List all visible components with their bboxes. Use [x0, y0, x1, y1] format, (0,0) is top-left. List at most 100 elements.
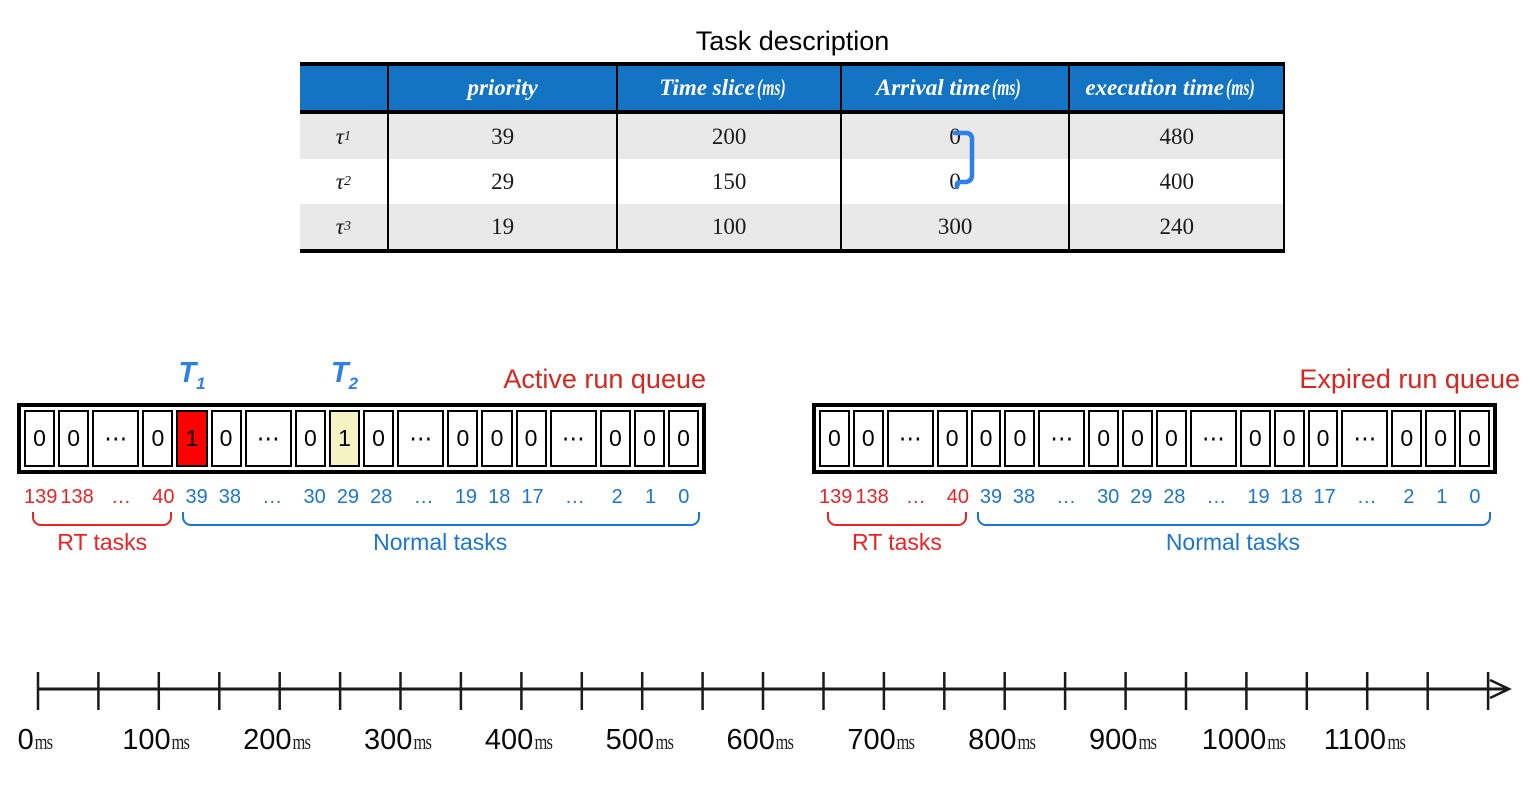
- queue-cell: ⋯: [1341, 410, 1389, 467]
- priority-label: 18: [488, 486, 511, 508]
- priority-label: 1: [644, 486, 657, 508]
- normal-tasks-label-1: Normal tasks: [1165, 529, 1301, 555]
- priority-label: …: [413, 486, 434, 508]
- priority-label: 138: [60, 486, 94, 508]
- column-header-task: [300, 66, 387, 110]
- arrival-time-group-bracket-icon: [952, 130, 975, 190]
- table-cell: 400: [1068, 159, 1283, 204]
- priority-label: 29: [336, 486, 360, 508]
- priority-label: …: [1206, 486, 1227, 508]
- table-title: Task description: [695, 26, 890, 56]
- expired-queue-title: Expired run queue: [1299, 364, 1520, 394]
- task-pointer-t2: T2: [330, 357, 359, 393]
- priority-label: 40: [946, 486, 970, 508]
- queue-cell: 0: [1425, 410, 1457, 467]
- priority-label: 19: [454, 486, 478, 508]
- queue-cell: 0: [819, 410, 850, 467]
- queue-cell: ⋯: [397, 410, 445, 467]
- column-header-time-slice: Time slice(ms): [616, 66, 840, 110]
- queue-cell: 0: [447, 410, 479, 467]
- normal-bracket-1: [976, 512, 1491, 526]
- queue-cell: 0: [1239, 410, 1271, 467]
- priority-label: 17: [1313, 486, 1336, 508]
- queue-cell: ⋯: [1038, 410, 1086, 467]
- priority-label: 28: [370, 486, 393, 508]
- priority-label: 17: [521, 486, 544, 508]
- queue-cell: 0: [633, 410, 665, 467]
- queue-cell: 0: [481, 410, 513, 467]
- queue-cell: 1: [328, 410, 361, 467]
- rt-bracket-1: [827, 512, 967, 526]
- queue-cell: 0: [58, 410, 90, 467]
- queue-cell: 0: [363, 410, 395, 467]
- priority-label: …: [905, 486, 926, 508]
- priority-label: …: [564, 486, 585, 508]
- priority-label: 30: [303, 486, 326, 508]
- rt-bracket-0: [32, 512, 173, 526]
- queue-cell: 0: [1155, 410, 1187, 467]
- priority-label: 29: [1130, 486, 1153, 508]
- priority-label: 2: [611, 486, 623, 508]
- priority-label: 2: [1403, 486, 1415, 508]
- priority-label: 19: [1247, 486, 1270, 508]
- queue-cell: 0: [599, 410, 631, 467]
- priority-label: 38: [1012, 486, 1036, 508]
- table-cell: 150: [616, 159, 840, 204]
- queue-cell: 0: [1088, 410, 1120, 467]
- priority-label: 139: [819, 486, 853, 508]
- priority-label: 40: [152, 486, 175, 508]
- column-header-arrival-time: Arrival time(ms): [839, 66, 1069, 110]
- rt-tasks-label-0: RT tasks: [57, 529, 148, 555]
- queue-cell: 0: [1391, 410, 1423, 467]
- queue-cell: ⋯: [549, 410, 597, 467]
- queue-cell: 0: [852, 410, 884, 467]
- priority-label: 139: [24, 486, 58, 508]
- normal-bracket-0: [182, 512, 700, 526]
- priority-label: 18: [1280, 486, 1303, 508]
- priority-label: …: [262, 486, 283, 508]
- queue-cell: 0: [294, 410, 326, 467]
- priority-label: …: [1056, 486, 1077, 508]
- queue-cell: ⋯: [1189, 410, 1237, 467]
- queue-cell: 0: [936, 410, 968, 467]
- task-pointer-t1: T1: [178, 357, 206, 393]
- timeline-axis: [36, 672, 1512, 710]
- table-cell: 200: [616, 114, 840, 159]
- priority-label: 138: [855, 486, 889, 508]
- priority-label: …: [1356, 486, 1377, 508]
- priority-label: …: [110, 486, 131, 508]
- queue-cell: ⋯: [244, 410, 292, 467]
- table-cell: 19: [386, 204, 617, 249]
- priority-label: 39: [979, 486, 1003, 508]
- queue-cell: ⋯: [886, 410, 934, 467]
- table-cell: 100: [616, 204, 840, 249]
- queue-cell: 0: [142, 410, 174, 467]
- priority-label: 0: [678, 486, 690, 508]
- column-header-execution-time: execution time(ms): [1068, 66, 1283, 110]
- table-cell: 240: [1068, 204, 1283, 249]
- queue-cell: 0: [970, 410, 1002, 467]
- table-cell: 300: [839, 204, 1069, 249]
- priority-label: 0: [1469, 486, 1481, 508]
- priority-label: 30: [1097, 486, 1120, 508]
- table-cell: 0: [839, 159, 1069, 204]
